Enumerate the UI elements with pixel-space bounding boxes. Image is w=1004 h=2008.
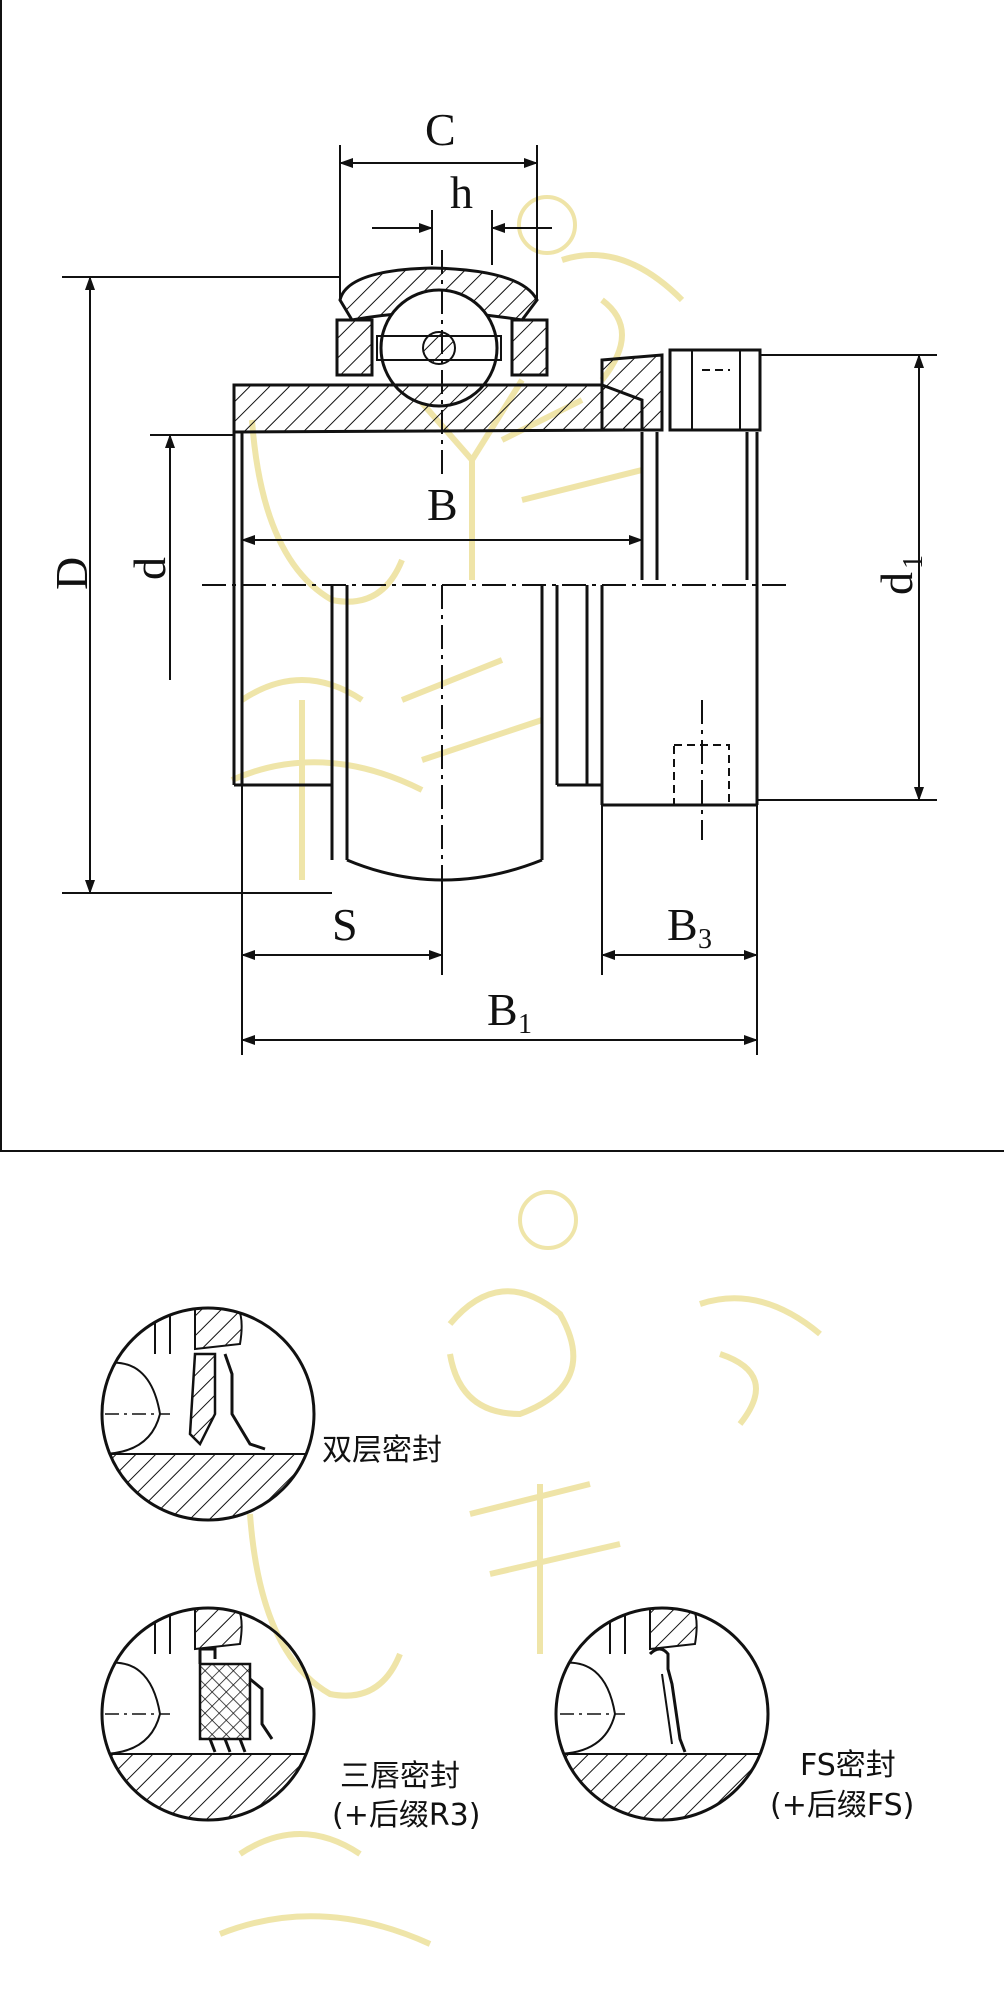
dim-label-b1-main: B — [487, 984, 518, 1035]
dim-label-s: S — [332, 899, 358, 950]
dim-label-d-bore: d — [124, 557, 175, 580]
dim-label-b3-sub: 3 — [698, 924, 712, 955]
seal-detail-fs — [554, 1606, 770, 1822]
seal-caption-triple-lip: 三唇密封 — [340, 1759, 460, 1794]
bore-outline — [232, 432, 759, 882]
dim-label-d1-sub: 1 — [898, 555, 929, 569]
seal-caption-fs-suffix: (+后缀FS) — [770, 1788, 915, 1823]
bearing-cross-section: C h D d B d 1 S B 3 B 1 — [46, 104, 937, 1055]
dim-label-d1-main: d — [871, 572, 922, 595]
seal-caption-fs: FS密封 — [800, 1748, 896, 1783]
dim-label-d1: d 1 — [871, 555, 929, 595]
ball — [376, 288, 502, 408]
center-lines — [202, 250, 792, 880]
dimension-labels: C h D d B d 1 S B 3 B 1 — [46, 104, 929, 1040]
dim-label-h: h — [450, 167, 473, 218]
seal-detail-triple-lip — [100, 1606, 316, 1822]
dim-label-c: C — [425, 104, 456, 155]
watermark — [230, 195, 685, 880]
seal-caption-triple-lip-suffix: (+后缀R3) — [332, 1798, 481, 1833]
dimension-lines — [62, 145, 937, 1055]
bearing-drawing-panel: C h D d B d 1 S B 3 B 1 — [0, 0, 1004, 1152]
seal-caption-double: 双层密封 — [322, 1433, 442, 1468]
seal-detail-double — [100, 1306, 316, 1522]
inner-ring — [232, 348, 762, 434]
dim-label-b3-main: B — [667, 899, 698, 950]
seal-variants-panel: 双层密封 三唇密封 (+后缀R3) FS密封 (+后缀FS) — [0, 1154, 1004, 2008]
seal-detail-drawings — [100, 1190, 822, 1947]
dim-label-d-outer: D — [46, 557, 97, 590]
dim-label-b1-sub: 1 — [518, 1009, 532, 1040]
dim-label-b: B — [427, 479, 458, 530]
watermark-lower — [218, 1190, 822, 1947]
